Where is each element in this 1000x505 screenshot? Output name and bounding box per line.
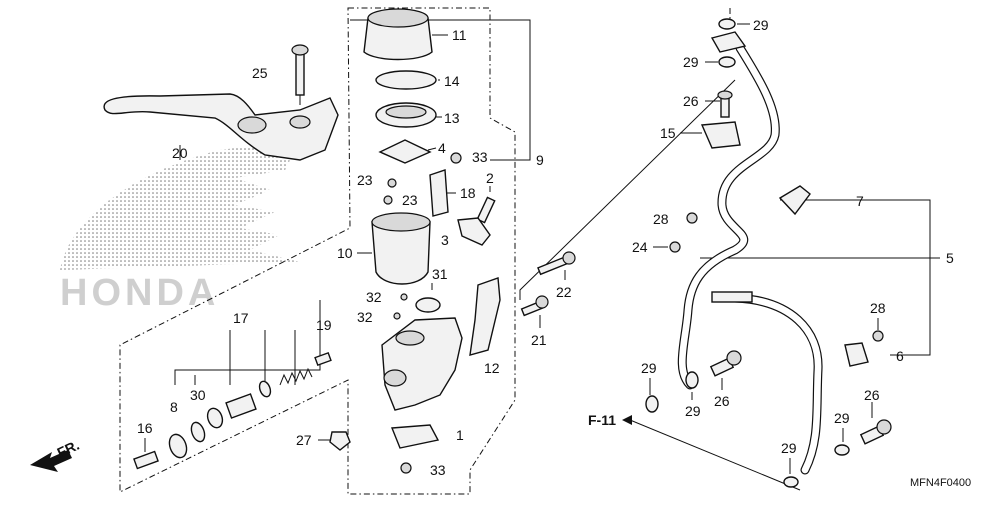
- part-label-23-upper: 23: [357, 172, 373, 188]
- piston-assembly: [133, 351, 332, 470]
- bleeder-screw: [476, 196, 496, 224]
- part-label-26-top: 26: [683, 93, 699, 109]
- sealing-washer: [645, 395, 659, 413]
- part-label-16: 16: [137, 420, 153, 436]
- reservoir-diaphragm: [375, 102, 437, 128]
- oil-bolt-icon: [717, 90, 733, 118]
- screw-icon: [400, 462, 412, 474]
- part-label-33-bottom: 33: [430, 462, 446, 478]
- screw-icon: [686, 212, 698, 224]
- part-label-5: 5: [946, 250, 954, 266]
- reservoir-cap: [363, 8, 433, 61]
- sealing-washer: [685, 371, 699, 389]
- part-label-29-second: 29: [683, 54, 699, 70]
- front-direction-arrow: FR.: [30, 437, 82, 472]
- part-label-32-upper: 32: [366, 289, 382, 305]
- master-cylinder-group-outline: [119, 7, 516, 495]
- part-label-29-right: 29: [834, 410, 850, 426]
- hose-guide: [700, 121, 741, 149]
- part-label-6: 6: [896, 348, 904, 364]
- part-label-3: 3: [441, 232, 449, 248]
- lever-pivot-bolt: [291, 44, 309, 96]
- holder-bolt-long: [537, 251, 576, 276]
- part-label-15: 15: [660, 125, 676, 141]
- part-label-27: 27: [296, 432, 312, 448]
- part-label-31: 31: [432, 266, 448, 282]
- diagram-code: MFN4F0400: [910, 477, 971, 489]
- reference-label: F-11: [588, 412, 616, 428]
- part-label-29-left: 29: [641, 360, 657, 376]
- part-label-26-right: 26: [864, 387, 880, 403]
- part-callouts: 11 14 13 4 33 9 23 23 18 2 3 10 31 32 32…: [137, 17, 954, 478]
- hose-clamp: [778, 185, 811, 216]
- part-label-22: 22: [556, 284, 572, 300]
- part-label-1: 1: [456, 427, 464, 443]
- holder-bolt-short: [520, 295, 549, 317]
- hose-fitting-top: [710, 31, 747, 53]
- reservoir-tank: [371, 212, 431, 285]
- part-label-28-left: 28: [653, 211, 669, 227]
- part-label-28-right: 28: [870, 300, 886, 316]
- master-cylinder-body: [381, 317, 463, 411]
- reference-mark: F-11: [588, 412, 632, 428]
- part-label-29-bottom: 29: [781, 440, 797, 456]
- part-label-9: 9: [536, 152, 544, 168]
- part-label-29-top: 29: [753, 17, 769, 33]
- part-label-14: 14: [444, 73, 460, 89]
- sealing-washer: [718, 18, 736, 30]
- hose-joint-middle: [711, 291, 753, 303]
- brake-lever: [103, 93, 339, 161]
- part-label-21: 21: [531, 332, 547, 348]
- screw-icon: [669, 241, 681, 253]
- part-label-25: 25: [252, 65, 268, 81]
- part-label-18: 18: [460, 185, 476, 201]
- part-label-29-middle: 29: [685, 403, 701, 419]
- screw-icon: [872, 330, 884, 342]
- part-label-17: 17: [233, 310, 249, 326]
- hose-clip: [844, 342, 869, 367]
- part-label-11: 11: [452, 27, 467, 43]
- part-label-30: 30: [190, 387, 206, 403]
- part-label-19: 19: [316, 317, 332, 333]
- sealing-washer: [718, 56, 736, 68]
- clip-icon: [393, 312, 401, 320]
- oil-bolt-icon: [859, 419, 892, 445]
- watermark-text: HONDA: [60, 272, 219, 314]
- clip-icon: [400, 293, 408, 301]
- part-label-32-lower: 32: [357, 309, 373, 325]
- screw-icon: [383, 195, 393, 205]
- part-label-7: 7: [856, 193, 864, 209]
- part-label-33-top: 33: [472, 149, 488, 165]
- screw-icon: [387, 178, 397, 188]
- honda-wing-logo: HONDA: [60, 140, 300, 314]
- part-label-2: 2: [486, 170, 494, 186]
- part-label-24: 24: [632, 239, 648, 255]
- oil-bolt-icon: [709, 350, 742, 377]
- part-label-26-middle: 26: [714, 393, 730, 409]
- part-label-8: 8: [170, 399, 178, 415]
- master-cylinder-holder: [469, 277, 501, 356]
- screw-icon: [450, 152, 462, 164]
- reservoir-float: [378, 139, 432, 164]
- part-label-23-lower: 23: [402, 192, 418, 208]
- o-ring: [415, 297, 441, 313]
- part-label-4: 4: [438, 140, 446, 156]
- front-direction-label: FR.: [55, 437, 82, 461]
- part-label-12: 12: [484, 360, 500, 376]
- sealing-washer: [834, 444, 850, 456]
- part-label-20: 20: [172, 145, 188, 161]
- leader-lines: [174, 19, 940, 491]
- reservoir-clamp: [429, 169, 449, 217]
- part-label-10: 10: [337, 245, 353, 261]
- hose-joint: [457, 217, 491, 246]
- reservoir-plate: [375, 70, 437, 90]
- boot-cap: [329, 431, 351, 451]
- part-label-13: 13: [444, 110, 460, 126]
- brake-hose: [677, 43, 823, 475]
- brake-light-switch: [390, 424, 440, 449]
- sealing-washer: [783, 476, 799, 488]
